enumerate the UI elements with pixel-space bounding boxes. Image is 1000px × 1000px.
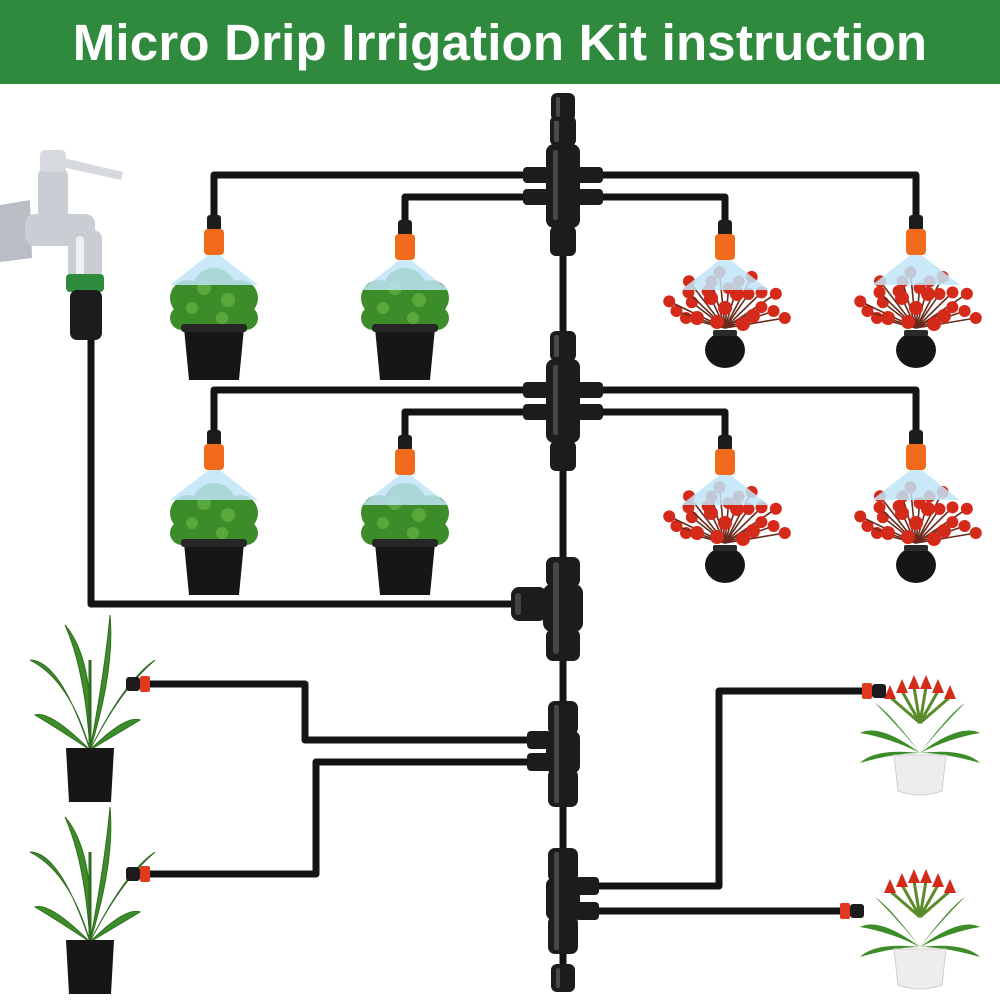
- plants-layer: [29, 266, 982, 994]
- end-cap-icon: [551, 93, 575, 121]
- lower-left-a-tube: [146, 680, 534, 744]
- row2-outer-left-tube: [210, 386, 532, 434]
- red-flower-pot-icon: [663, 481, 791, 583]
- end-plug-icon: [840, 903, 864, 919]
- faucet-feed-tube: [87, 296, 514, 608]
- tee-connector-icon: [527, 701, 580, 807]
- fittings-layer: [0, 93, 960, 992]
- drip-nozzle-icon: [361, 435, 449, 505]
- lower-left-b-tube: [146, 758, 534, 878]
- row2-inner-left-tube: [401, 408, 532, 439]
- drip-nozzle-icon: [872, 215, 960, 285]
- row1-inner-right-tube: [596, 193, 729, 224]
- drip-nozzle-icon: [170, 430, 258, 500]
- tee-connector-icon: [546, 848, 599, 954]
- tall-plant-pot-icon: [29, 614, 156, 802]
- herb-pot-icon: [170, 268, 258, 380]
- row1-outer-right-tube: [596, 171, 920, 219]
- bromeliad-pot-icon: [860, 869, 980, 990]
- drip-nozzle-icon: [681, 435, 769, 505]
- end-plug-icon: [126, 866, 150, 882]
- end-plug-icon: [126, 676, 150, 692]
- end-cap-icon: [551, 964, 575, 992]
- row2-outer-right-tube: [596, 386, 920, 434]
- lower-right-a-tube: [594, 687, 866, 890]
- four-way-connector-icon: [523, 116, 603, 256]
- tee-connector-icon: [511, 557, 583, 661]
- tall-plant-pot-icon: [29, 806, 156, 994]
- faucet-icon: [0, 150, 123, 340]
- drip-nozzle-icon: [361, 220, 449, 290]
- end-plug-icon: [862, 683, 886, 699]
- title: Micro Drip Irrigation Kit instruction: [72, 13, 928, 71]
- bromeliad-pot-icon: [860, 675, 980, 796]
- tubing-layer: [87, 116, 920, 972]
- row1-inner-left-tube: [401, 193, 532, 224]
- four-way-connector-icon: [523, 331, 603, 471]
- row1-outer-left-tube: [210, 171, 532, 219]
- drip-nozzle-icon: [681, 220, 769, 290]
- title-bar: Micro Drip Irrigation Kit instruction: [0, 0, 1000, 84]
- drip-nozzle-icon: [872, 430, 960, 500]
- red-flower-pot-icon: [854, 266, 982, 368]
- drip-nozzle-icon: [170, 215, 258, 285]
- row2-inner-right-tube: [596, 408, 729, 439]
